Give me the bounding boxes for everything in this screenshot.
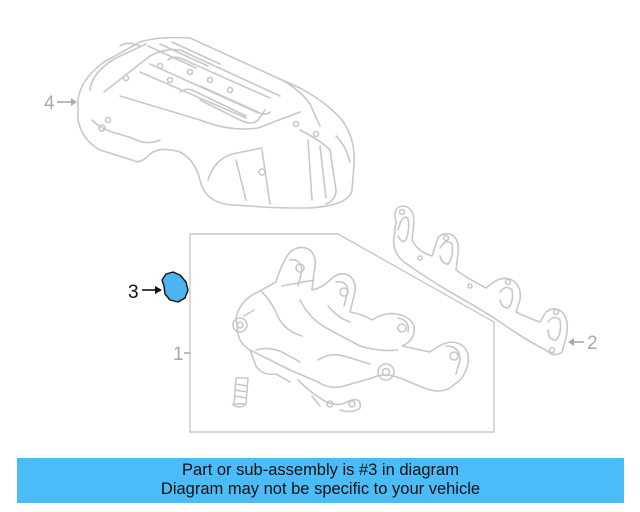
callout-3-number: 3	[128, 282, 139, 303]
exhaust-manifold-part[interactable]	[232, 246, 470, 413]
stud-bolt-part[interactable]	[231, 377, 249, 408]
callout-1: 1	[173, 344, 190, 365]
manifold-gasket-part[interactable]	[392, 205, 569, 356]
callout-2-number: 2	[587, 333, 598, 354]
callout-2: 2	[568, 333, 598, 354]
callout-3-arrowhead	[155, 286, 162, 294]
callout-1-number: 1	[173, 344, 184, 365]
part-info-banner: Part or sub-assembly is #3 in diagram Di…	[17, 458, 624, 503]
heat-shield-part[interactable]	[77, 36, 356, 209]
callout-2-arrowhead	[568, 338, 574, 346]
callout-4-number: 4	[44, 93, 55, 114]
callout-4-arrowhead	[71, 98, 77, 106]
banner-line-part-number: Part or sub-assembly is #3 in diagram	[182, 461, 459, 479]
nut-part-highlighted[interactable]	[161, 271, 189, 303]
callout-3: 3	[128, 282, 162, 303]
banner-line-disclaimer: Diagram may not be specific to your vehi…	[160, 480, 481, 498]
part-1-group-frame	[189, 233, 495, 433]
callout-4: 4	[44, 93, 77, 114]
